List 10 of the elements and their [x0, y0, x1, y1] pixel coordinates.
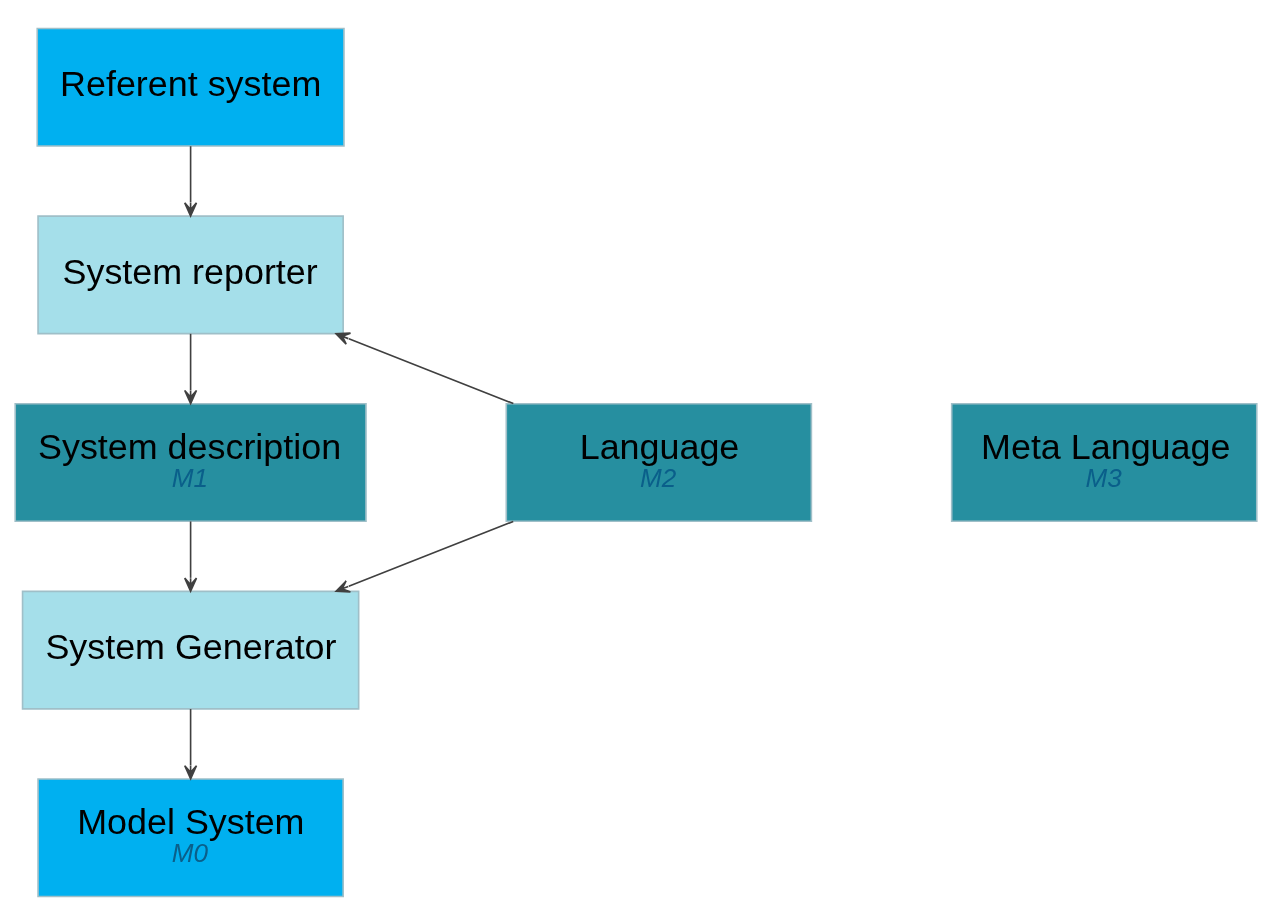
node-box: System reporter — [37, 214, 344, 334]
arrow — [183, 144, 198, 217]
arrow — [335, 520, 515, 593]
node-box: Referent system — [36, 27, 345, 147]
node-box: Model System M0 — [37, 777, 344, 897]
arrow — [183, 520, 198, 592]
arrow — [335, 331, 515, 404]
node-box: System Generator — [21, 590, 360, 710]
arrow — [183, 707, 198, 780]
arrow — [183, 332, 198, 404]
